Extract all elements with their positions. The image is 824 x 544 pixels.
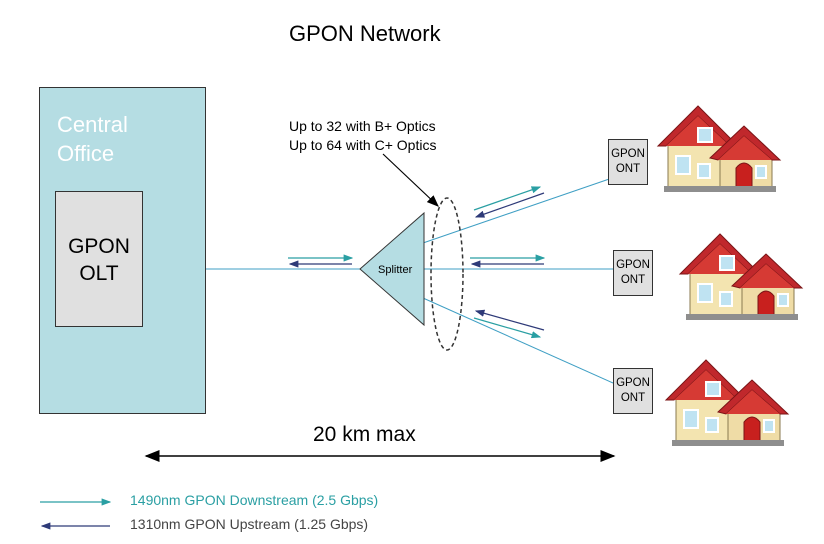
distance-label: 20 km max — [313, 423, 416, 446]
house-icon — [657, 105, 781, 193]
upstream-arrow — [474, 192, 545, 218]
legend-downstream-label: 1490nm GPON Downstream (2.5 Gbps) — [130, 492, 379, 508]
central-office-label: Central Office — [57, 112, 128, 166]
diagram-title: GPON Network — [289, 21, 441, 46]
drop-fiber-1 — [422, 175, 619, 244]
optics-note: Up to 32 with B+ Optics Up to 64 with C+… — [289, 117, 436, 155]
optics-note-line-2: Up to 64 with C+ Optics — [289, 137, 437, 153]
house-icon — [679, 233, 803, 321]
downstream-arrow — [473, 186, 542, 211]
ont-box: GPON ONT — [608, 139, 648, 185]
legend-upstream-label: 1310nm GPON Upstream (1.25 Gbps) — [130, 516, 369, 532]
ont-box: GPON ONT — [613, 368, 653, 414]
drop-fiber-3 — [422, 297, 614, 384]
splitter-shape — [359, 211, 425, 327]
olt-box — [55, 191, 143, 327]
downstream-arrow — [473, 317, 542, 339]
split-boundary — [430, 197, 464, 351]
ont-box: GPON ONT — [613, 250, 653, 296]
upstream-arrow — [474, 309, 545, 331]
olt-label: GPON OLT — [68, 235, 130, 285]
optics-note-line-1: Up to 32 with B+ Optics — [289, 118, 436, 134]
house-icon — [665, 359, 789, 447]
optics-pointer — [382, 153, 439, 207]
splitter-label: Splitter — [378, 264, 413, 276]
